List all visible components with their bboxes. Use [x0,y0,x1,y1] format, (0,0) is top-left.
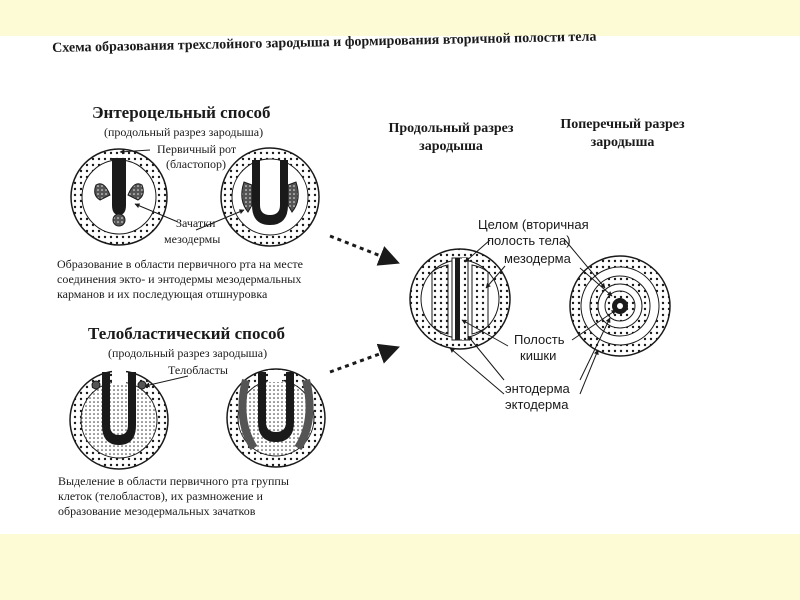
teloblast-embryo-2 [226,368,326,468]
pointer-gut-long [461,319,509,347]
label-gut-1: Полость [514,332,565,347]
transverse-heading-2: зародыша [590,135,655,150]
transverse-heading-1: Поперечный разрез [560,117,685,132]
enterocoel-subheading: (продольный разрез зародыша) [104,125,264,139]
pointer-ecto-long [449,347,505,395]
label-gut-2: кишки [520,348,557,363]
pointer-meso-trans [579,267,613,297]
longitudinal-heading-2: зародыша [419,139,483,154]
label-mesoderm: мезодерма [504,251,571,266]
pointer-meso-right [195,209,245,231]
label-mouth-1: Первичный рот [157,142,237,156]
label-coelom-1: Целом (вторичная [478,217,589,232]
teloblast-embryo-1 [69,370,169,470]
label-mouth-2: (бластопор) [166,157,226,171]
pointer-meso-left [134,203,179,223]
dotted-arrow-top [329,234,400,266]
pointer-ecto-trans [579,349,599,395]
enterocoel-embryo-2 [220,147,320,247]
longitudinal-heading-1: Продольный разрез [388,121,514,136]
longitudinal-section-embryo [409,248,511,350]
transverse-section-embryo [569,255,671,357]
teloblast-subheading: (продольный разрез зародыша) [108,346,268,360]
teloblast-heading: Телобластический способ [88,324,285,343]
enterocoel-heading: Энтероцельный способ [92,103,271,122]
pointer-meso-long [485,265,506,289]
label-ectoderm: эктодерма [505,397,569,412]
enterocoel-embryo-1 [70,148,168,246]
label-endoderm: энтодерма [505,381,570,396]
pointer-teloblasts [144,375,189,388]
label-meso-1: Зачатки [176,216,216,230]
pointer-endo-trans [579,317,611,381]
enterocoel-description: Образование в области первичного рта на … [57,257,303,301]
pointer-endo-long [467,335,505,381]
pointer-coelom-trans [564,239,606,289]
pointer-gut-trans [571,309,617,341]
pointer-mouth [119,149,151,155]
label-meso-2: мезодермы [164,232,221,246]
pointer-coelom-long [464,239,491,263]
teloblast-description: Выделение в области первичного рта групп… [58,474,289,518]
dotted-arrow-bottom [329,343,400,374]
label-coelom-2: полость тела) [487,233,571,248]
label-teloblasts: Телобласты [168,363,228,377]
